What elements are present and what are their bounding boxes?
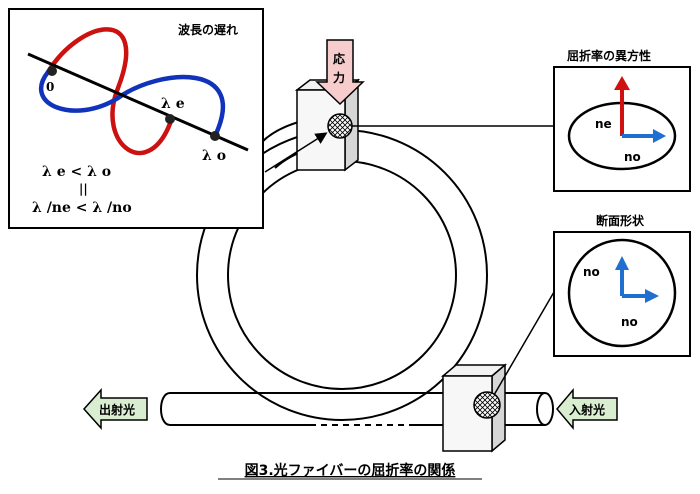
fiber-core-top xyxy=(327,113,353,139)
figure-caption: 図3.光ファイバーの屈折率の関係 xyxy=(245,462,456,479)
birefringence-title: 屈折率の異方性 xyxy=(567,48,651,63)
relation-line2: || xyxy=(79,182,88,196)
cross-section-no-left: no xyxy=(583,265,600,279)
relation-line1: λ e < λ o xyxy=(42,164,111,180)
input-light-label: 入射光 xyxy=(569,402,605,417)
stress-label-char2: 力 xyxy=(333,70,345,85)
birefringence-ne-label: ne xyxy=(595,117,612,131)
stress-label-char1: 応 xyxy=(333,51,345,66)
wave-inset-panel xyxy=(8,8,264,229)
inset-pointer-arrow xyxy=(264,132,328,173)
output-light-arrow xyxy=(82,388,148,430)
origin-label: 0 xyxy=(46,80,54,94)
cross-section-panel xyxy=(553,231,691,357)
fiber-core-bottom xyxy=(473,391,501,419)
relation-line3: λ /ne < λ /no xyxy=(32,200,132,216)
bottom-clamp-block xyxy=(440,363,508,453)
input-light-arrow xyxy=(556,387,618,431)
birefringence-no-label: no xyxy=(624,150,641,164)
cross-section-connector xyxy=(493,291,555,396)
cross-section-no-bottom: no xyxy=(621,315,638,329)
output-light-label: 出射光 xyxy=(99,402,135,417)
wave-inset-title: 波長の遅れ xyxy=(178,22,238,37)
lambda-e-label: λ e xyxy=(161,96,185,112)
cross-section-title: 断面形状 xyxy=(596,213,645,228)
lambda-o-label: λ o xyxy=(202,148,226,164)
stress-arrow xyxy=(315,39,365,106)
birefringence-panel xyxy=(553,66,691,192)
